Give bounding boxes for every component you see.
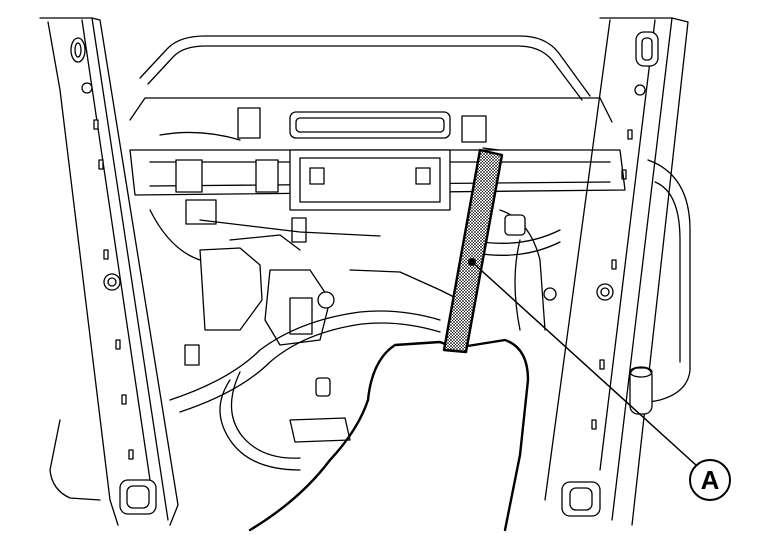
right-seat-rail <box>544 17 689 526</box>
callout-label: A <box>701 465 720 495</box>
leader-line <box>471 261 698 467</box>
part-a-highlight <box>442 147 504 354</box>
rail-hole <box>635 31 659 67</box>
callout-circle <box>689 459 731 501</box>
rail-hole <box>70 37 86 63</box>
floor-tunnel <box>248 338 530 532</box>
seat-mechanism <box>149 209 653 443</box>
wiring-harness <box>169 229 561 471</box>
cross-member <box>129 107 626 243</box>
callout-a: A <box>468 258 731 501</box>
seat-frame-outline <box>49 35 691 501</box>
left-seat-rail <box>39 17 179 526</box>
